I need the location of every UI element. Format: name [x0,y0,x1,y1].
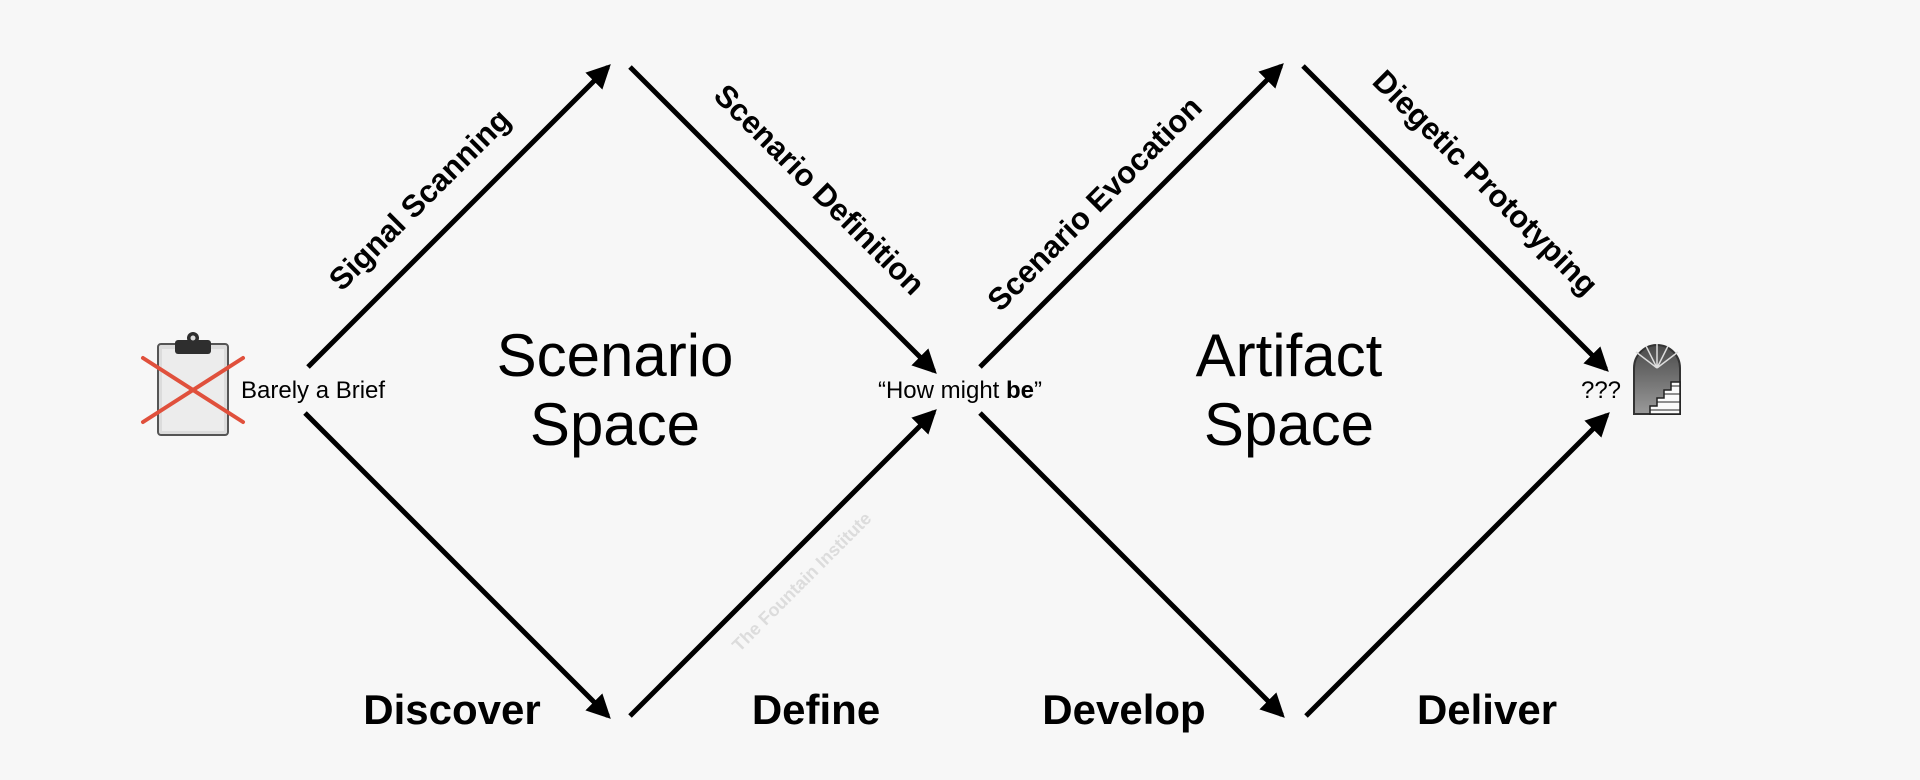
edge-label-scenario-evocation: Scenario Evocation [980,89,1208,317]
edge-develop-down [980,413,1282,715]
phase-label-discover: Discover [363,686,540,733]
middle-node-label: “How might be” [878,377,1042,404]
phase-label-deliver: Deliver [1417,686,1557,733]
edge-deliver-up [1306,415,1607,716]
end-node-label: ??? [1581,377,1621,404]
crossed-out-clipboard-icon [143,332,243,435]
middle-node-label-bold: be [1006,377,1034,404]
edge-discover-down [305,413,608,716]
scenario-space-label-line2: Space [530,391,700,458]
phase-label-define: Define [752,686,880,733]
middle-node-label-prefix: “How might [878,377,1006,404]
start-node-label: Barely a Brief [241,377,385,404]
phase-label-develop: Develop [1042,686,1205,733]
edge-label-diegetic-prototyping: Diegetic Prototyping [1366,63,1605,302]
edge-label-scenario-definition: Scenario Definition [707,77,931,301]
edge-label-signal-scanning: Signal Scanning [322,102,517,297]
middle-node-label-suffix: ” [1034,377,1042,404]
artifact-space-label-line2: Space [1204,391,1374,458]
watermark: The Fountain Institute [728,508,875,655]
scenario-space-label-line1: Scenario [497,322,734,389]
arched-doorway-stairs-icon [1634,344,1680,414]
artifact-space-label-line1: Artifact [1196,322,1383,389]
